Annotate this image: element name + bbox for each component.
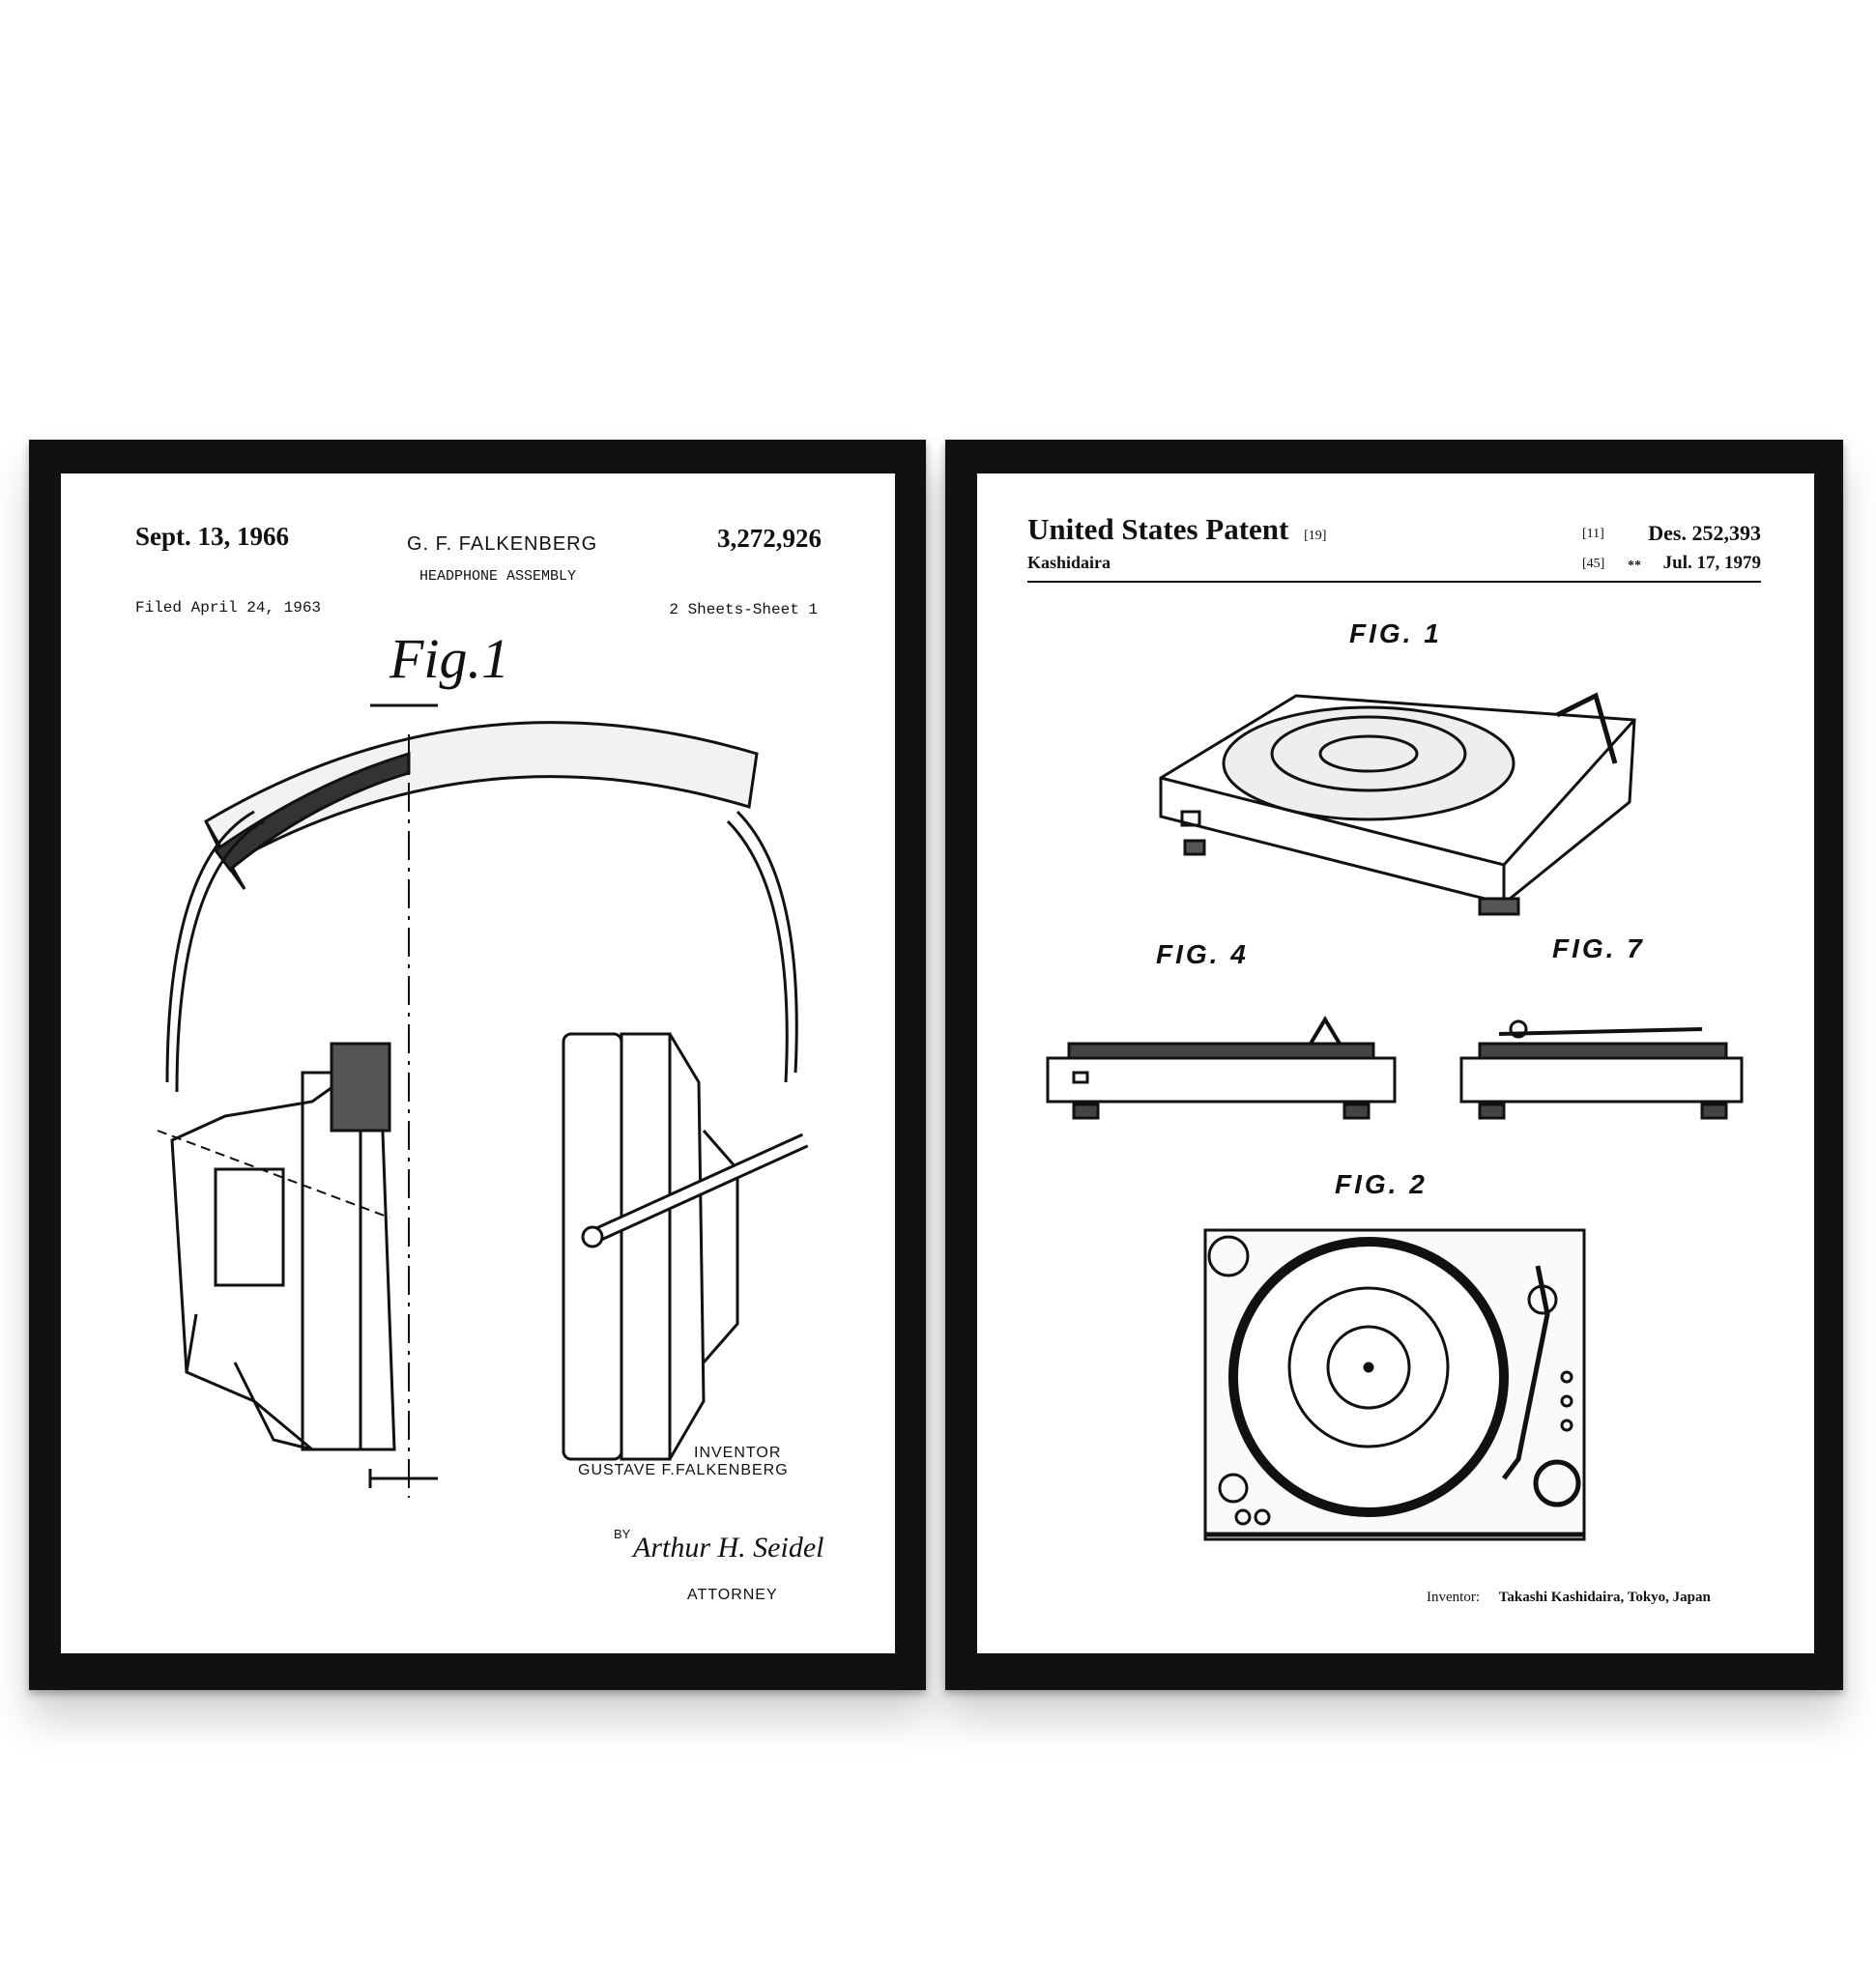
headphone-drawing <box>157 703 809 1498</box>
date-code: [45] <box>1582 557 1605 571</box>
fig7-label: FIG. 7 <box>1552 933 1645 963</box>
inventor-header: G. F. FALKENBERG <box>407 533 598 555</box>
patent-number: Des. 252,393 <box>1648 521 1761 545</box>
patent-title: HEADPHONE ASSEMBLY <box>419 568 577 585</box>
date-marker: ** <box>1628 559 1641 573</box>
left-poster-paper: Sept. 13, 1966 G. F. FALKENBERG 3,272,92… <box>61 473 895 1653</box>
fig1-label: FIG. 1 <box>1349 618 1442 648</box>
attorney-signature: Arthur H. Seidel <box>633 1532 824 1563</box>
patent-date: Sept. 13, 1966 <box>135 522 290 551</box>
filed-date: Filed April 24, 1963 <box>135 599 322 617</box>
number-code: [11] <box>1582 527 1604 541</box>
left-poster-frame: Sept. 13, 1966 G. F. FALKENBERG 3,272,92… <box>29 440 926 1690</box>
inventor-name: GUSTAVE F.FALKENBERG <box>578 1462 789 1478</box>
applicant-name: Kashidaira <box>1027 553 1111 572</box>
patent-number: 3,272,926 <box>717 524 822 553</box>
heading-code: [19] <box>1304 529 1327 543</box>
turntable-top-drawing <box>1203 1228 1586 1541</box>
turntable-perspective-drawing <box>1159 692 1636 916</box>
inventor-value: Takashi Kashidaira, Tokyo, Japan <box>1498 1590 1711 1605</box>
turntable-front-drawing <box>1046 1016 1397 1120</box>
by-label: BY <box>614 1527 631 1541</box>
right-poster-paper: United States Patent [19] Kashidaira [11… <box>977 473 1814 1653</box>
heading-text: United States Patent <box>1027 512 1289 546</box>
header-rule <box>1027 581 1761 583</box>
inventor-label: INVENTOR <box>694 1445 782 1461</box>
attorney-label: ATTORNEY <box>687 1587 778 1603</box>
patent-date: Jul. 17, 1979 <box>1662 553 1761 573</box>
inventor-line: Inventor: Takashi Kashidaira, Tokyo, Jap… <box>1427 1590 1711 1606</box>
sheet-count: 2 Sheets-Sheet 1 <box>669 601 818 618</box>
patent-heading: United States Patent [19] <box>1027 512 1326 547</box>
right-poster-frame: United States Patent [19] Kashidaira [11… <box>945 440 1843 1690</box>
figure-label: Fig.1 <box>390 627 510 690</box>
inventor-label: Inventor: <box>1427 1590 1480 1605</box>
fig2-label: FIG. 2 <box>1335 1169 1428 1199</box>
turntable-side-drawing <box>1459 1019 1744 1120</box>
fig4-label: FIG. 4 <box>1156 939 1249 969</box>
